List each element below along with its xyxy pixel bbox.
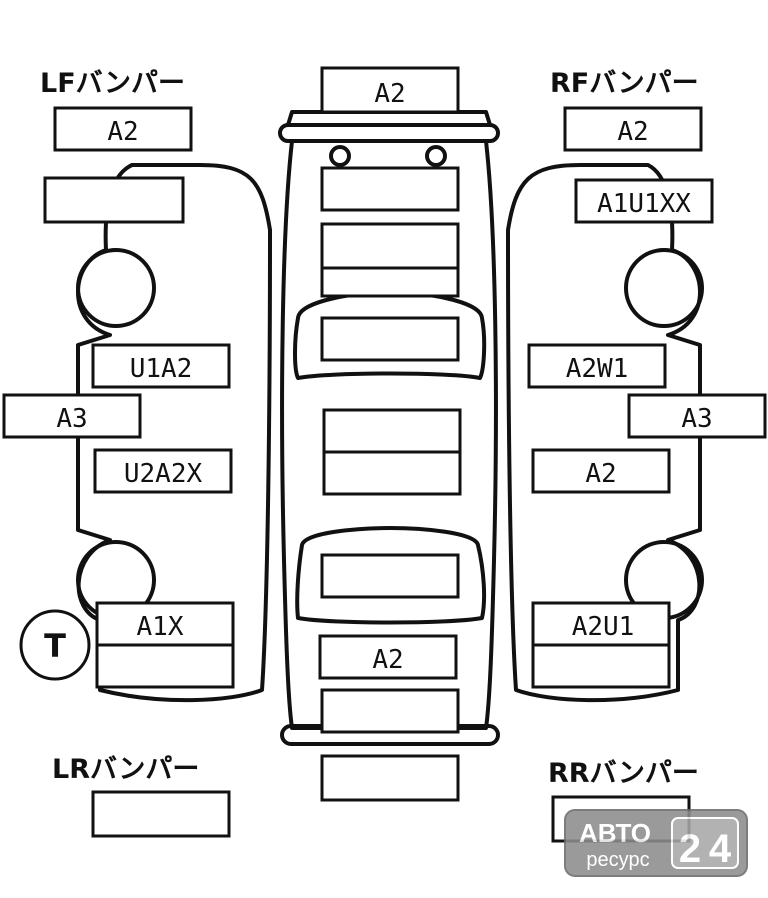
watermark-line1: АВТО: [579, 818, 651, 848]
rear-glass: [295, 526, 487, 625]
left-rear-door-box: U2A2X: [93, 448, 233, 494]
right-front-wheel: [624, 248, 704, 328]
right-fender-grade: A1U1XX: [597, 189, 691, 219]
lf-bumper-box: A2: [53, 106, 193, 152]
left-quarter-box: A1X: [95, 601, 235, 689]
rear-bumper-box: [320, 754, 460, 802]
rf-bumper-box: A2: [563, 106, 703, 152]
left-pillar-grade: A3: [56, 404, 87, 434]
watermark-number-a: 2: [679, 827, 701, 871]
watermark-number-b: 4: [709, 827, 732, 871]
rear-panel-box: [320, 688, 460, 734]
front-bumper-box: A2: [320, 66, 460, 114]
left-front-door-grade: U1A2: [130, 354, 193, 384]
right-front-door-grade: A2W1: [566, 354, 629, 384]
right-front-door-box: A2W1: [527, 343, 667, 389]
right-pillar-box: A3: [627, 393, 767, 439]
trunk-box: A2: [318, 634, 458, 680]
rf-bumper-title: RFバンパー: [550, 68, 699, 99]
lf-bumper-title: LFバンパー: [40, 68, 185, 99]
windshield-box: [320, 316, 460, 362]
left-front-door-box: U1A2: [91, 343, 231, 389]
lr-bumper-box: [91, 790, 231, 838]
right-pillar-grade: A3: [681, 404, 712, 434]
right-headlight: [425, 145, 447, 167]
left-quarter-grade: A1X: [137, 612, 184, 642]
watermark-line2: ресурс: [586, 849, 649, 871]
right-rear-door-grade: A2: [585, 459, 616, 489]
tire-marker-label: T: [44, 627, 66, 665]
roof-box: [322, 408, 462, 496]
left-fender-box: [43, 176, 185, 224]
left-front-wheel: [76, 248, 156, 328]
left-pillar-box: A3: [2, 393, 142, 439]
lf-bumper-grade: A2: [107, 117, 138, 147]
rear-glass-box: [320, 553, 460, 599]
tire-marker: T: [19, 609, 91, 681]
right-side-panel: [506, 163, 702, 703]
front-bumper-bar: [278, 123, 500, 143]
right-rear-door-box: A2: [531, 448, 671, 494]
right-quarter-grade: A2U1: [572, 612, 635, 642]
avtoresurs-watermark: АВТО ресурс 2 4: [564, 809, 748, 877]
right-quarter-box: A2U1: [531, 601, 671, 689]
lr-bumper-title: LRバンパー: [52, 754, 199, 785]
rr-bumper-title: RRバンパー: [548, 758, 699, 789]
left-side-panel: [76, 163, 272, 703]
hood-lower-box: [320, 222, 460, 298]
rf-bumper-grade: A2: [617, 117, 648, 147]
left-headlight: [329, 145, 351, 167]
front-bumper-grade: A2: [374, 79, 405, 109]
watermark-number-box: [671, 817, 739, 869]
hood-upper-box: [320, 166, 460, 212]
right-fender-box: A1U1XX: [574, 178, 714, 224]
trunk-grade: A2: [372, 645, 403, 675]
left-rear-door-grade: U2A2X: [124, 459, 203, 489]
